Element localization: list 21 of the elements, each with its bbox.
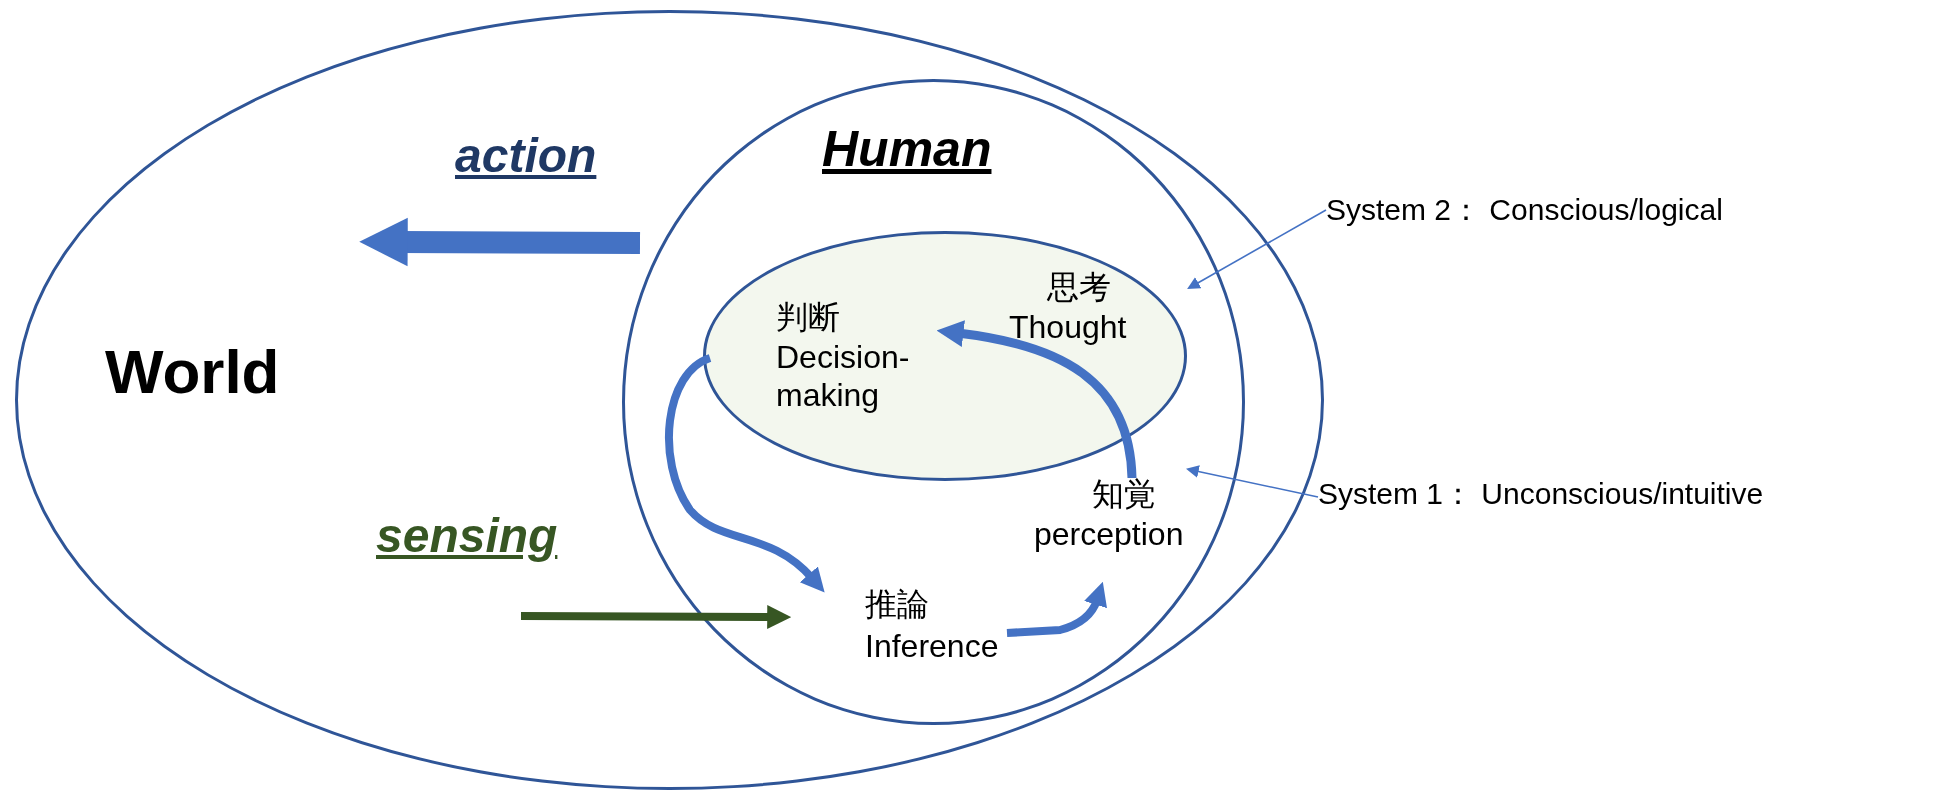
thought-label: Thought xyxy=(1009,308,1127,347)
arrow xyxy=(359,217,641,267)
system1-label: System 1： Unconscious/intuitive xyxy=(1318,476,1764,512)
system2-label: System 2： Conscious/logical xyxy=(1326,192,1723,228)
human-ellipse xyxy=(622,79,1245,725)
world-title: World xyxy=(105,336,280,408)
arrow xyxy=(665,354,826,592)
kanji-label: 思考 xyxy=(1047,268,1111,307)
leader-line xyxy=(1186,465,1319,498)
decision-label: Decision-making xyxy=(776,338,911,415)
kanji-label: 知覚 xyxy=(1092,475,1156,514)
inference-label: Inference xyxy=(865,627,999,666)
arrow xyxy=(1006,582,1107,637)
kanji-label: 推論 xyxy=(865,585,929,624)
human-title: Human xyxy=(822,120,992,179)
edge-label: sensing xyxy=(376,508,558,563)
leader-line xyxy=(1187,209,1327,290)
perception-label: perception xyxy=(1034,515,1184,554)
arrow xyxy=(936,320,1137,479)
kanji-label: 判断 xyxy=(776,298,840,337)
edge-label: action xyxy=(455,128,597,183)
